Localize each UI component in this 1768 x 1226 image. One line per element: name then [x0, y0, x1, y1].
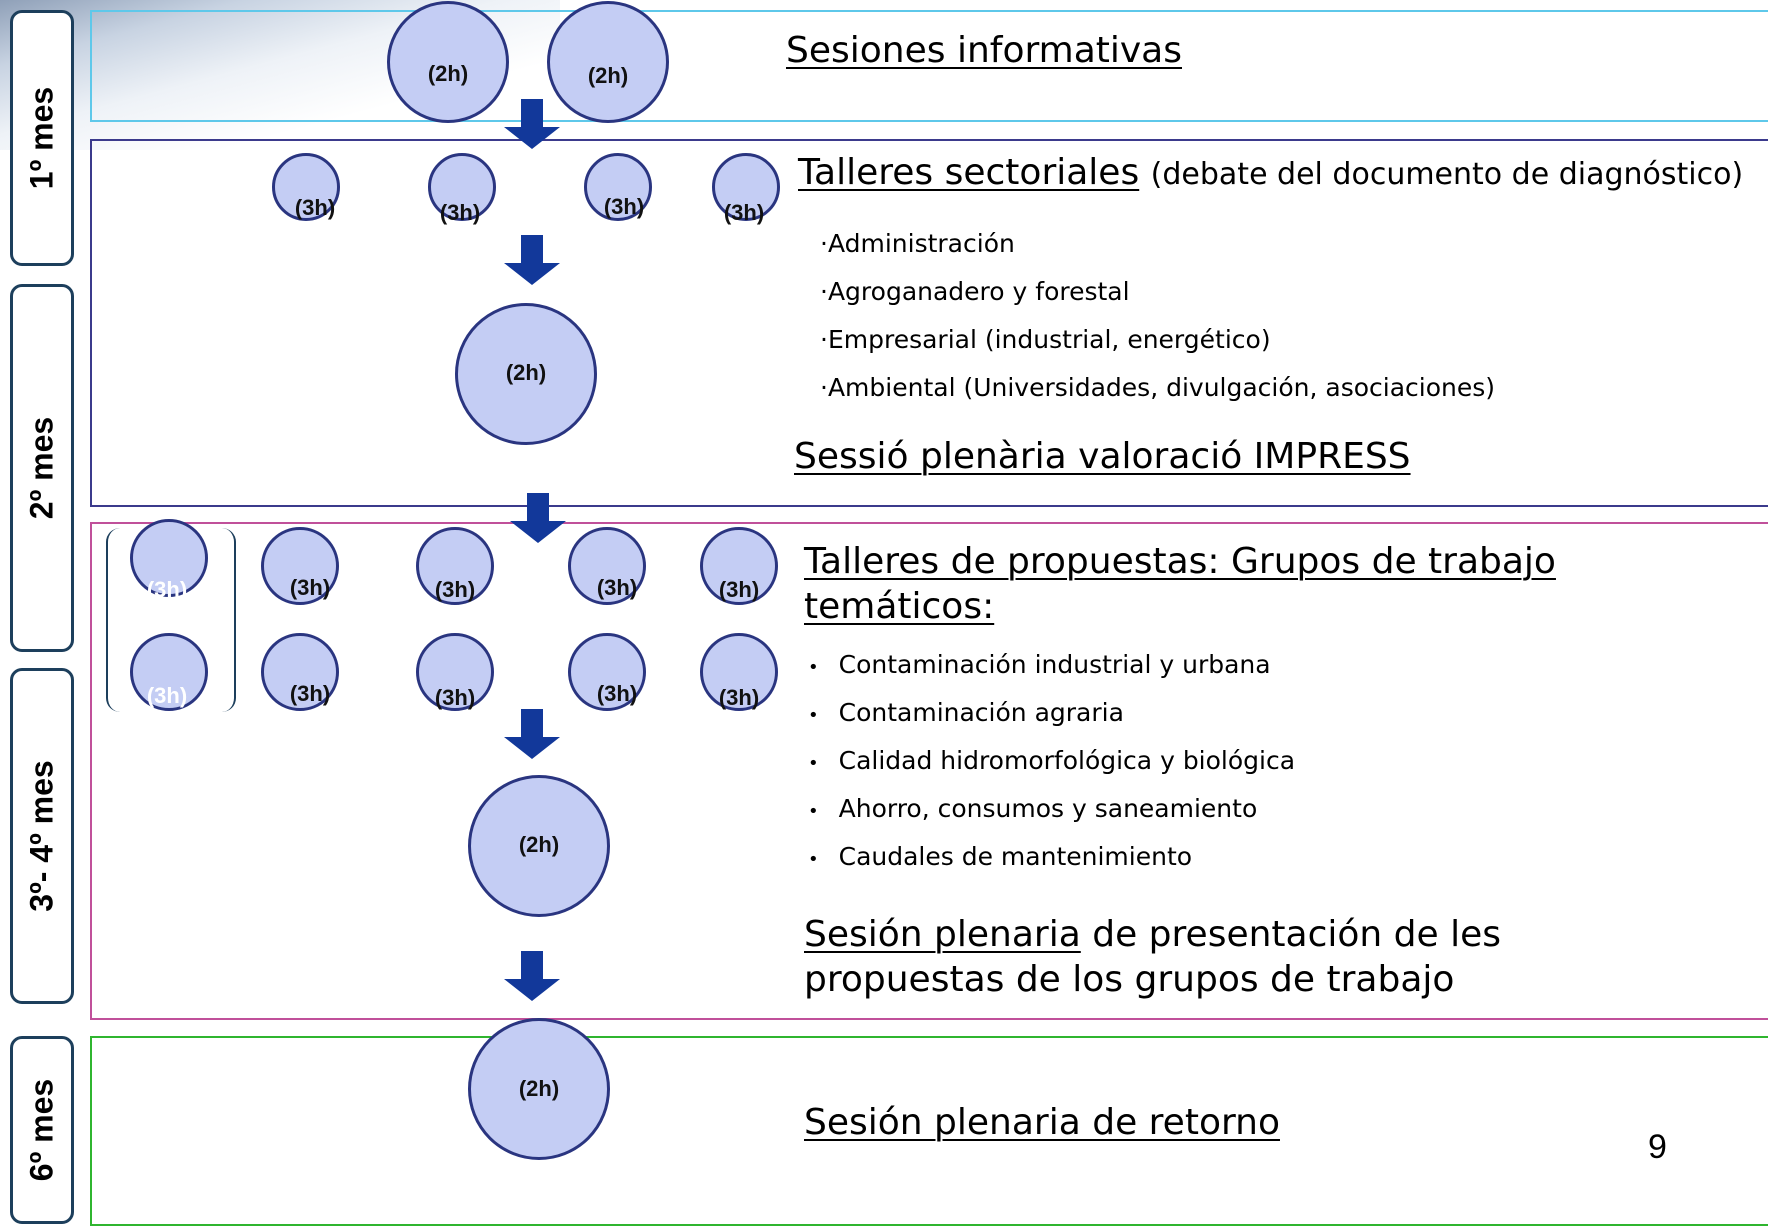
heading-talleres-sectoriales: Talleres sectoriales	[798, 152, 1140, 193]
duration-label: (3h)	[294, 195, 336, 220]
session-circle-2h	[387, 1, 509, 123]
heading-talleres-propuestas-line2: temáticos:	[804, 586, 995, 627]
duration-label: (2h)	[518, 1076, 560, 1101]
session-circle-3h	[261, 633, 339, 711]
session-circle-3h	[130, 633, 208, 711]
session-circle-3h	[700, 527, 778, 605]
month-6-label: 6º mes	[23, 1078, 60, 1182]
duration-label: (3h)	[289, 575, 331, 600]
duration-label: (3h)	[723, 200, 765, 225]
session-circle-3h	[130, 519, 208, 597]
band-informativas	[90, 10, 1768, 122]
month-3-4-label: 3º- 4º mes	[23, 760, 60, 912]
down-arrow	[510, 493, 566, 543]
sector-item: ·Empresarial (industrial, energético)	[820, 325, 1271, 354]
session-circle-3h	[261, 527, 339, 605]
duration-label: (3h)	[439, 200, 481, 225]
session-circle-2h	[547, 1, 669, 123]
month-3-4-label-box: 3º- 4º mes	[10, 668, 74, 1004]
duration-label: (3h)	[146, 577, 188, 602]
heading-talleres-sectoriales-line: Talleres sectoriales (debate del documen…	[798, 152, 1743, 193]
band-sectoriales	[90, 139, 1768, 507]
propuesta-item: •Ahorro, consumos y saneamiento	[808, 794, 1258, 823]
heading-sesiones-informativas: Sesiones informativas	[786, 30, 1182, 71]
down-arrow	[504, 709, 560, 759]
propuesta-item: •Calidad hidromorfológica y biológica	[808, 746, 1296, 775]
session-circle-3h	[712, 153, 780, 221]
band-propuestas	[90, 522, 1768, 1020]
down-arrow	[504, 235, 560, 285]
sector-item: ·Ambiental (Universidades, divulgación, …	[820, 373, 1496, 402]
propuesta-item: •Caudales de mantenimiento	[808, 842, 1193, 871]
heading-sessio-plenaria-impress: Sessió plenària valoració IMPRESS	[794, 436, 1411, 477]
session-circle-3h	[584, 153, 652, 221]
propuesta-item: •Contaminación agraria	[808, 698, 1124, 727]
duration-label: (3h)	[718, 685, 760, 710]
down-arrow	[504, 951, 560, 1001]
month-2-label-box: 2º mes	[10, 284, 74, 652]
page-number: 9	[1648, 1128, 1667, 1166]
down-arrow	[504, 99, 560, 149]
heading-talleres-sectoriales-subtitle: (debate del documento de diagnóstico)	[1150, 157, 1744, 192]
heading-sesion-plenaria-retorno: Sesión plenaria de retorno	[804, 1102, 1280, 1143]
group-bracket	[106, 528, 236, 712]
session-circle-3h	[428, 153, 496, 221]
session-circle-3h	[416, 527, 494, 605]
session-circle-2h	[468, 775, 610, 917]
duration-label: (3h)	[289, 681, 331, 706]
month-6-label-box: 6º mes	[10, 1036, 74, 1224]
heading-sesion-plenaria: Sesión plenaria	[804, 914, 1081, 955]
session-circle-2h	[455, 303, 597, 445]
sector-item: ·Agroganadero y forestal	[820, 277, 1130, 306]
session-circle-3h	[700, 633, 778, 711]
duration-label: (2h)	[505, 360, 547, 385]
session-circle-3h	[272, 153, 340, 221]
heading-sesion-plenaria-presentacion-line1: Sesión plenaria de presentación de les	[804, 914, 1501, 955]
heading-talleres-propuestas-line1: Talleres de propuestas: Grupos de trabaj…	[804, 541, 1556, 582]
session-circle-3h	[416, 633, 494, 711]
heading-sesion-plenaria-presentacion-line2: propuestas de los grupos de trabajo	[804, 959, 1455, 1000]
duration-label: (2h)	[587, 63, 629, 88]
duration-label: (2h)	[427, 61, 469, 86]
session-circle-3h	[568, 633, 646, 711]
month-1-label: 1º mes	[23, 86, 60, 190]
duration-label: (3h)	[603, 194, 645, 219]
sector-item: ·Administración	[820, 229, 1015, 258]
duration-label: (3h)	[434, 685, 476, 710]
duration-label: (3h)	[146, 683, 188, 708]
duration-label: (2h)	[518, 832, 560, 857]
duration-label: (3h)	[596, 575, 638, 600]
session-circle-2h	[468, 1018, 610, 1160]
duration-label: (3h)	[434, 577, 476, 602]
propuesta-item: •Contaminación industrial y urbana	[808, 650, 1271, 679]
duration-label: (3h)	[718, 577, 760, 602]
month-2-label: 2º mes	[23, 416, 60, 520]
duration-label: (3h)	[596, 681, 638, 706]
month-1-label-box: 1º mes	[10, 10, 74, 266]
session-circle-3h	[568, 527, 646, 605]
heading-presentacion-rest: de presentación de les	[1080, 914, 1502, 955]
